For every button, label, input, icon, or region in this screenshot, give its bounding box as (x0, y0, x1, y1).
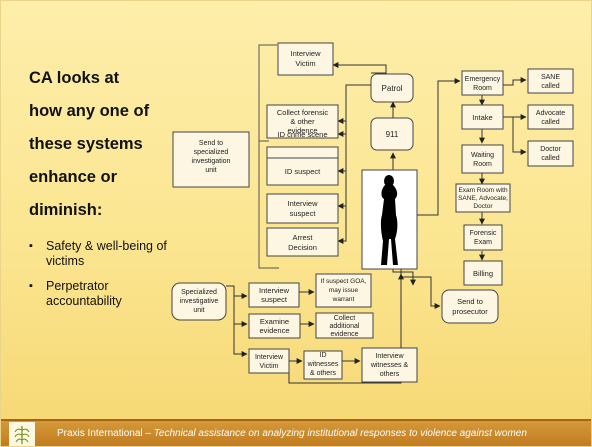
bracket-lines (258, 44, 279, 269)
box-interview-suspect-bottom (248, 282, 300, 308)
box-interview-victim-top (277, 42, 334, 76)
label-id-suspect: ID suspect (285, 167, 321, 176)
box-send-specialized (172, 131, 250, 188)
box-id-witnesses (303, 350, 343, 380)
arrow-patrol-collect (337, 84, 371, 124)
arrow-patrol-arrest (337, 121, 347, 244)
box-collect-additional (315, 312, 374, 339)
footer-org: Praxis International (57, 428, 143, 439)
arrow-victim-er (417, 78, 461, 216)
arrow-loop-back-victim (288, 273, 404, 384)
box-collect-forensic (266, 104, 339, 139)
box-shapes (171, 42, 574, 383)
box-intake (461, 104, 504, 130)
arrow-intake-doctor (512, 117, 527, 155)
box-id-suspect (266, 157, 339, 186)
arrow-victim-goa (392, 269, 416, 286)
bullet-accountability: ▪ Perpetrator accountability (29, 279, 169, 309)
box-patrol (370, 73, 414, 103)
box-interview-witnesses (361, 347, 418, 383)
box-sane-called (527, 68, 574, 94)
box-forensic-exam (463, 224, 503, 251)
box-billing (463, 260, 503, 286)
heading-line-4: enhance or (29, 168, 118, 186)
footer-bar: Praxis International – Technical assista… (1, 419, 591, 446)
heading-line-2: how any one of (29, 102, 150, 120)
footer-tagline: Technical assistance on analyzing instit… (153, 428, 527, 439)
label-patrol: Patrol (382, 84, 403, 93)
box-arrest-decision (266, 227, 339, 257)
arrow-er-sane (503, 77, 527, 86)
heading-line-3: these systems (29, 135, 143, 153)
box-interview-victim-bottom (248, 348, 290, 374)
arrow-unit-interview-victim (226, 285, 248, 357)
box-exam-room (455, 183, 511, 213)
box-911 (370, 117, 414, 151)
footer-credit: Praxis International – Technical assista… (57, 428, 527, 439)
footer-top-rule (1, 419, 591, 421)
bullet-marker: ▪ (29, 280, 33, 292)
connectors (226, 62, 527, 384)
label-intake: Intake (472, 113, 492, 122)
box-waiting-room (461, 144, 504, 174)
box-examine-evidence (248, 313, 301, 339)
box-doctor-called (527, 140, 574, 167)
victim-silhouette-icon (361, 169, 418, 270)
box-send-prosecutor (441, 289, 499, 324)
footer-separator: – (142, 428, 154, 439)
box-advocate-called (527, 104, 574, 130)
arrow-patrol-interview-victim (332, 62, 387, 74)
wheat-logo-icon (9, 422, 35, 446)
bullet-list: ▪ Safety & well-being of victims ▪ Perpe… (29, 239, 169, 319)
label-billing: Billing (473, 269, 493, 278)
box-interview-suspect-top (266, 193, 339, 224)
heading-line-5: diminish: (29, 201, 103, 219)
arrow-victim-prosecutor (400, 269, 441, 309)
label-id-crime-scene: ID crime scene (277, 130, 327, 139)
box-emergency-room (461, 70, 504, 96)
label-911: 911 (386, 130, 399, 139)
bullet-accountability-text: Perpetrator accountability (46, 279, 122, 308)
bullet-safety-text: Safety & well-being of victims (46, 239, 167, 268)
bullet-safety: ▪ Safety & well-being of victims (29, 239, 169, 269)
heading-line-1: CA looks at (29, 69, 120, 87)
box-goa-warrant (315, 273, 372, 308)
bullet-marker: ▪ (29, 240, 33, 252)
box-specialized-unit (171, 282, 227, 321)
